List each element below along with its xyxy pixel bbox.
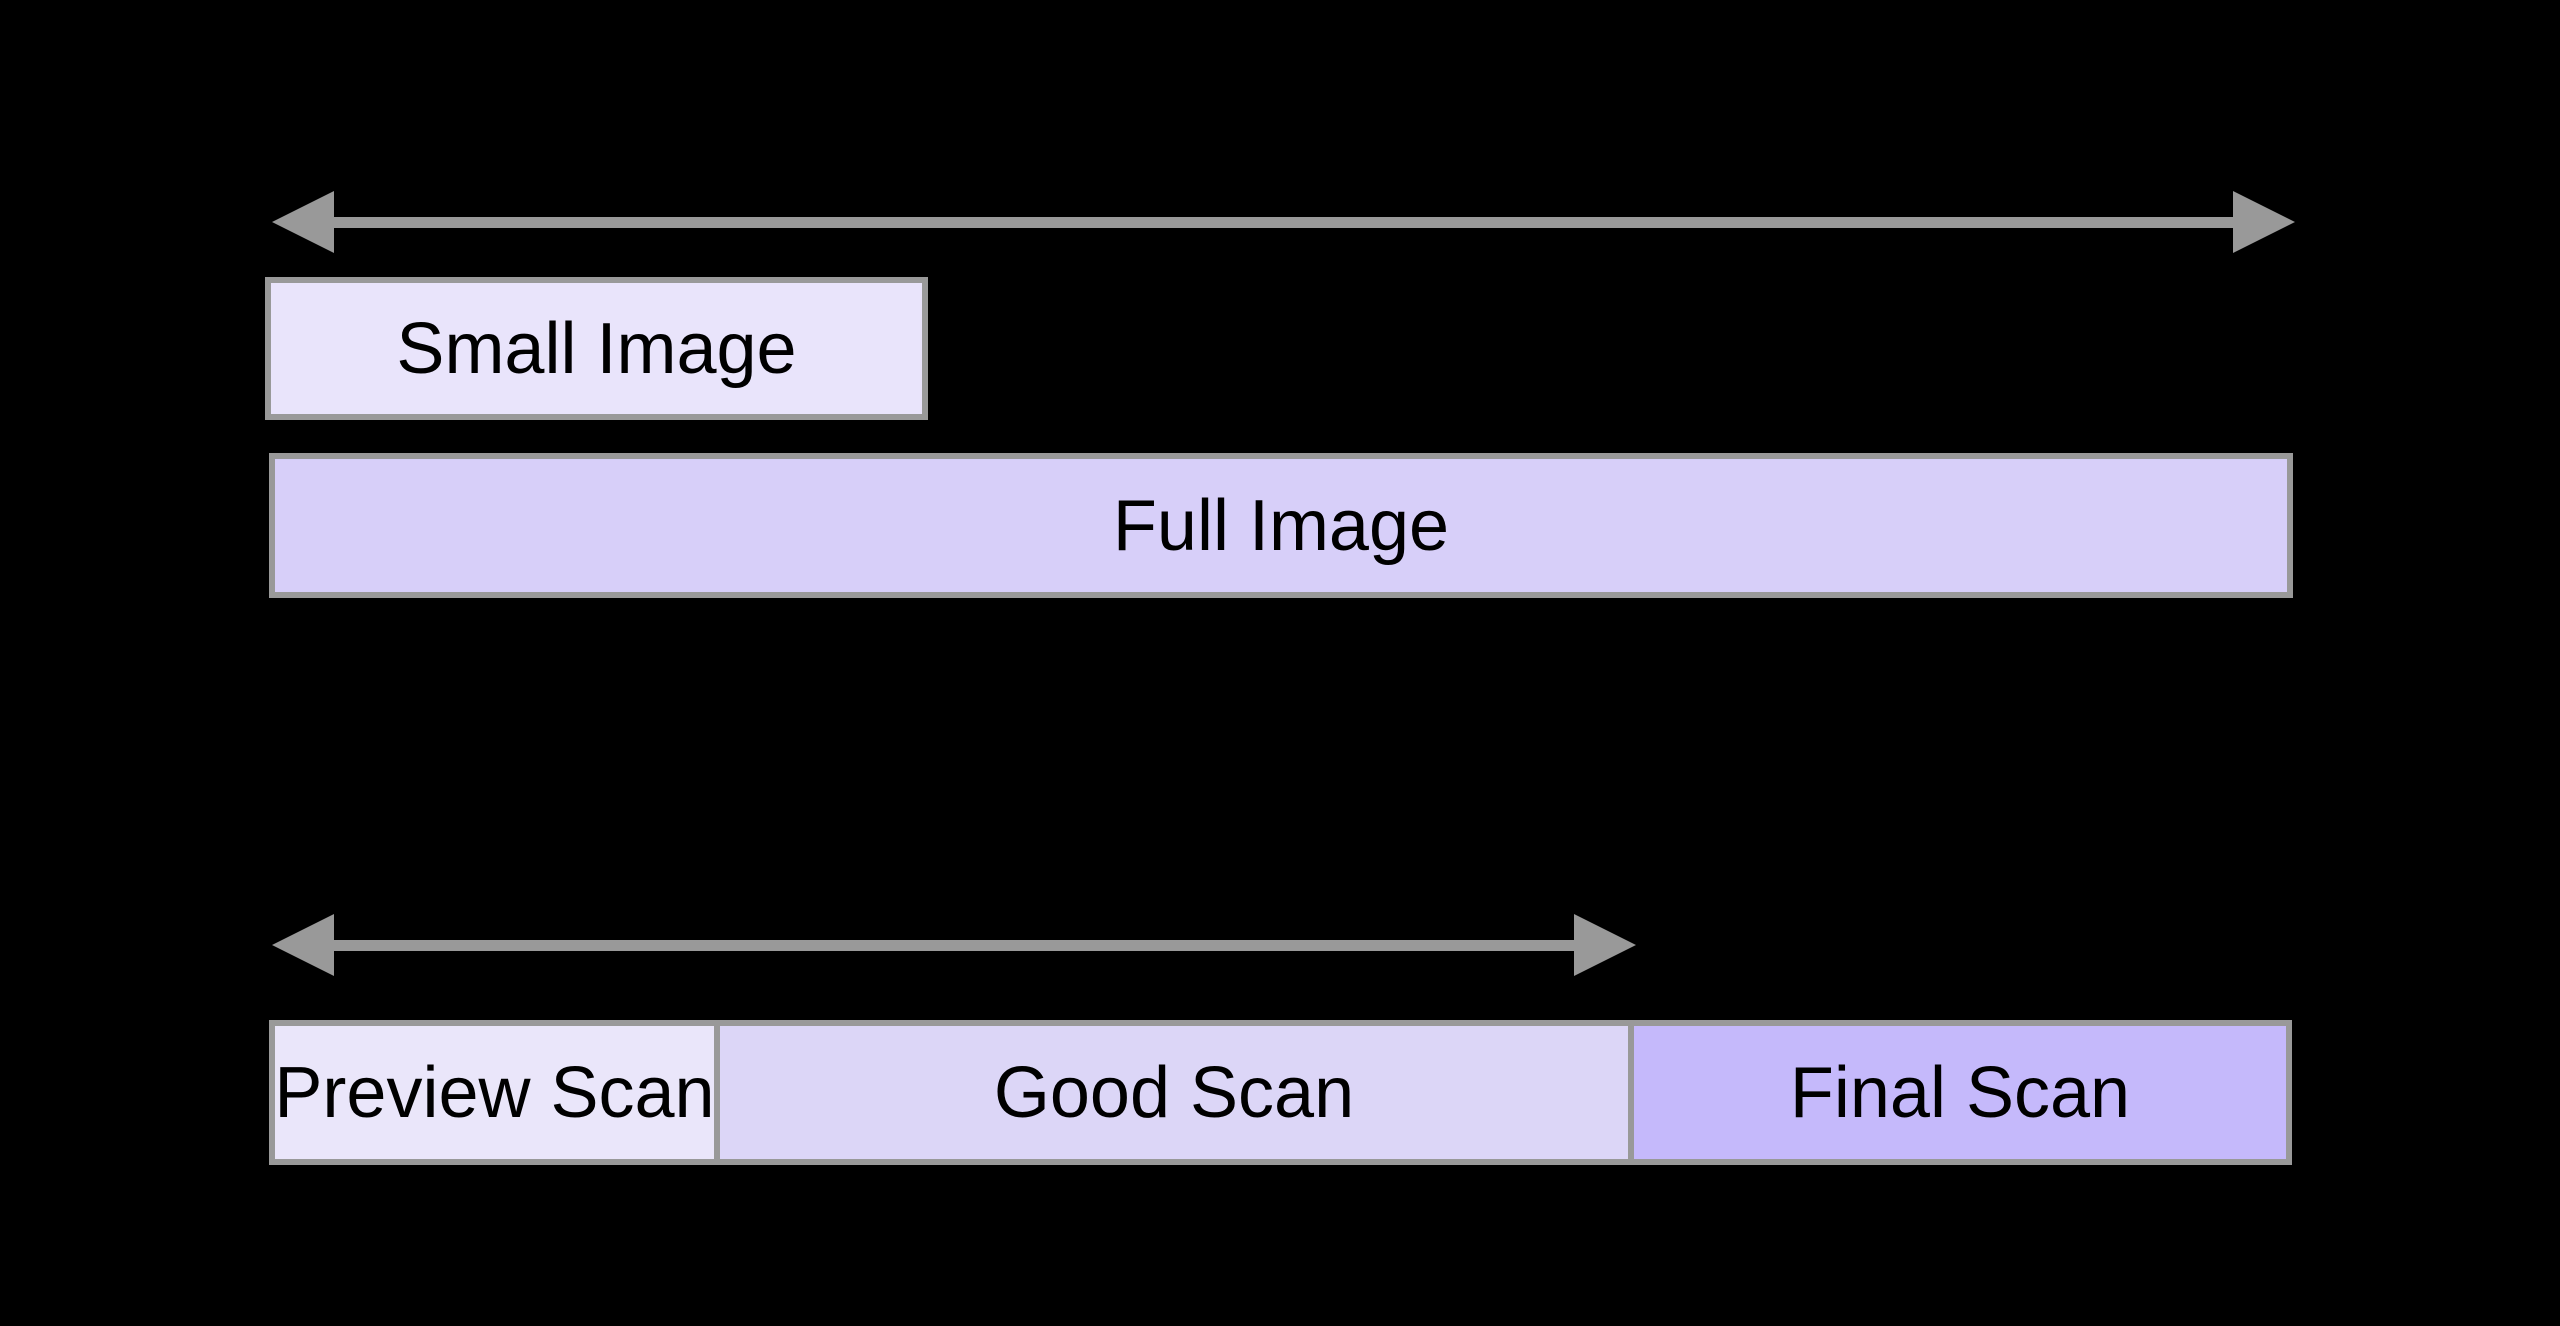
scan-segment-final: Final Scan: [1628, 1020, 2292, 1165]
scan-span-arrow: [272, 914, 1636, 976]
full-image-label: Full Image: [1112, 485, 1450, 566]
full-image-span-arrow: [272, 191, 2295, 253]
scan-segment-final-label: Final Scan: [1789, 1052, 2131, 1133]
full-image-box: Full Image: [269, 453, 2293, 598]
scan-segment-preview: Preview Scan: [269, 1020, 720, 1165]
scan-segment-good: Good Scan: [714, 1020, 1634, 1165]
scan-segment-good-label: Good Scan: [993, 1052, 1355, 1133]
scan-segment-preview-label: Preview Scan: [274, 1052, 715, 1133]
small-image-label: Small Image: [396, 308, 797, 389]
small-image-box: Small Image: [265, 277, 928, 420]
scan-progression-row: Preview Scan Good Scan Final Scan: [269, 1020, 2298, 1165]
